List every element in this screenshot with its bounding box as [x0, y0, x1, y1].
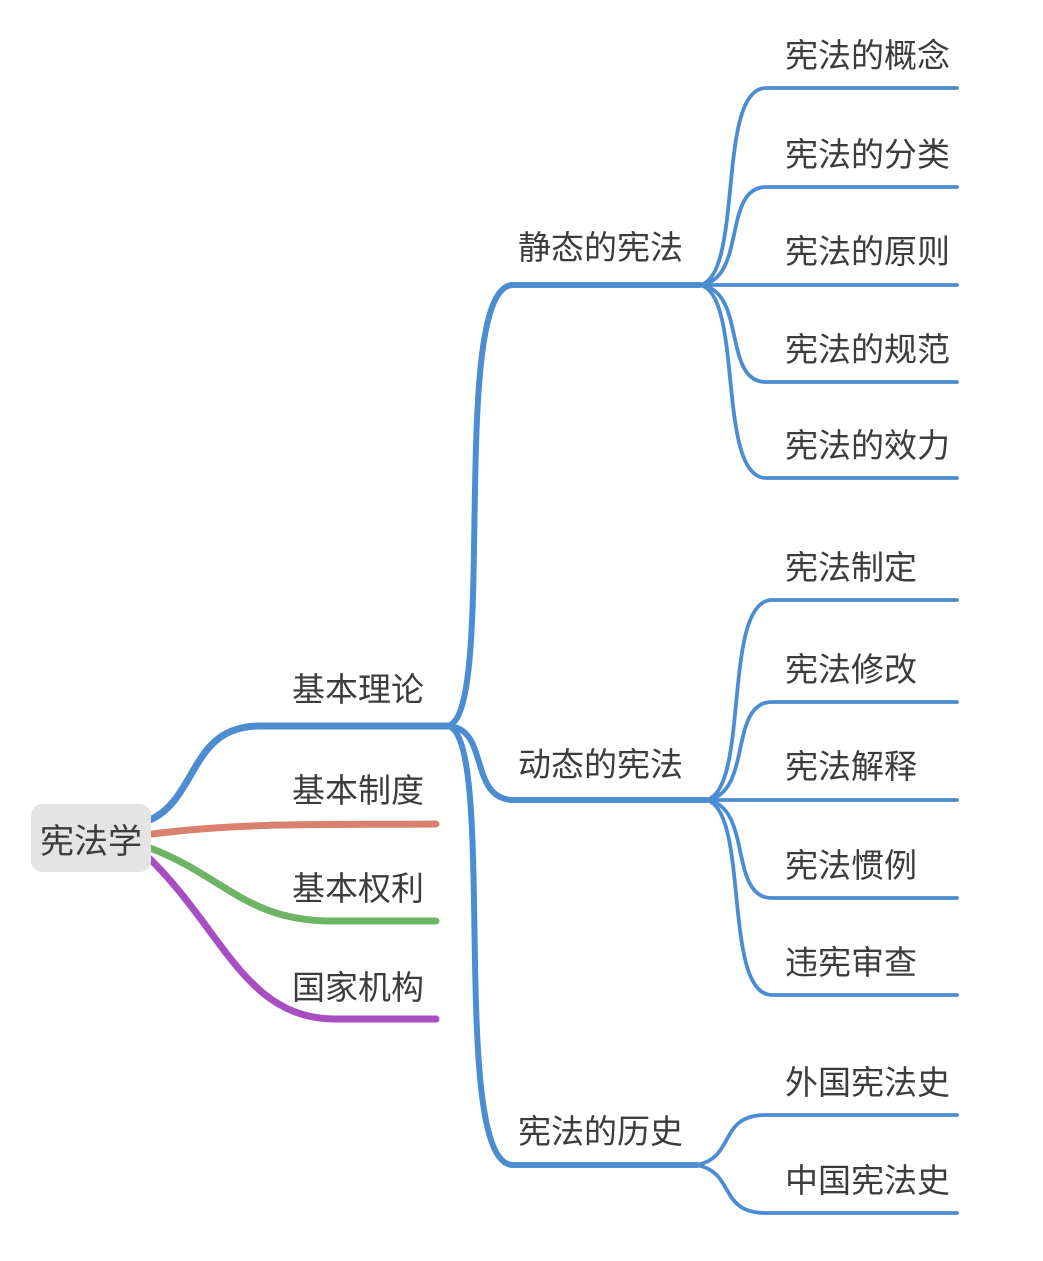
branch-static-effect [698, 283, 959, 480]
node-china-constitution-history[interactable]: 中国宪法史 [785, 1162, 950, 1199]
branch-static-classification [698, 185, 959, 287]
branch-history-foreign [695, 1113, 959, 1167]
node-constitution-amendment[interactable]: 宪法修改 [785, 651, 917, 688]
branch-root-basic-rights [146, 844, 440, 925]
node-basic-theory[interactable]: 基本理论 [292, 671, 424, 708]
branch-dynamic-amendment [704, 700, 959, 802]
node-constitution-history[interactable]: 宪法的历史 [518, 1113, 683, 1150]
node-effect-of-constitution[interactable]: 宪法的效力 [785, 427, 950, 464]
branch-dynamic-convention [704, 798, 959, 900]
branch-dynamic-review [704, 798, 959, 997]
node-constitution-convention[interactable]: 宪法惯例 [785, 847, 917, 884]
node-static-constitution[interactable]: 静态的宪法 [518, 229, 683, 266]
node-constitutional-review[interactable]: 违宪审查 [785, 944, 917, 981]
branch-root-basic-system [148, 820, 440, 838]
node-dynamic-constitution[interactable]: 动态的宪法 [518, 746, 683, 783]
node-classification-of-constitution[interactable]: 宪法的分类 [785, 136, 950, 173]
node-basic-system[interactable]: 基本制度 [292, 772, 424, 809]
node-constitution-enactment[interactable]: 宪法制定 [785, 549, 917, 586]
branch-root-state-organs [143, 852, 440, 1023]
node-principles-of-constitution[interactable]: 宪法的原则 [785, 233, 950, 270]
branch-theory-history [445, 723, 700, 1168]
node-root[interactable]: 宪法学 [31, 804, 151, 872]
branch-dynamic-enactment [704, 598, 959, 802]
node-foreign-constitution-history[interactable]: 外国宪法史 [785, 1064, 950, 1101]
branch-static-concept [698, 86, 959, 287]
node-basic-rights[interactable]: 基本权利 [292, 870, 424, 907]
node-norms-of-constitution[interactable]: 宪法的规范 [785, 331, 950, 368]
node-state-organs[interactable]: 国家机构 [292, 969, 424, 1006]
branch-theory-dynamic [445, 723, 709, 803]
branch-root-basic-theory [146, 722, 452, 824]
node-constitution-interpretation[interactable]: 宪法解释 [785, 748, 917, 785]
branch-theory-static [445, 282, 703, 729]
node-concept-of-constitution[interactable]: 宪法的概念 [785, 37, 950, 74]
branch-history-china [695, 1163, 959, 1215]
branch-static-norms [698, 283, 959, 384]
